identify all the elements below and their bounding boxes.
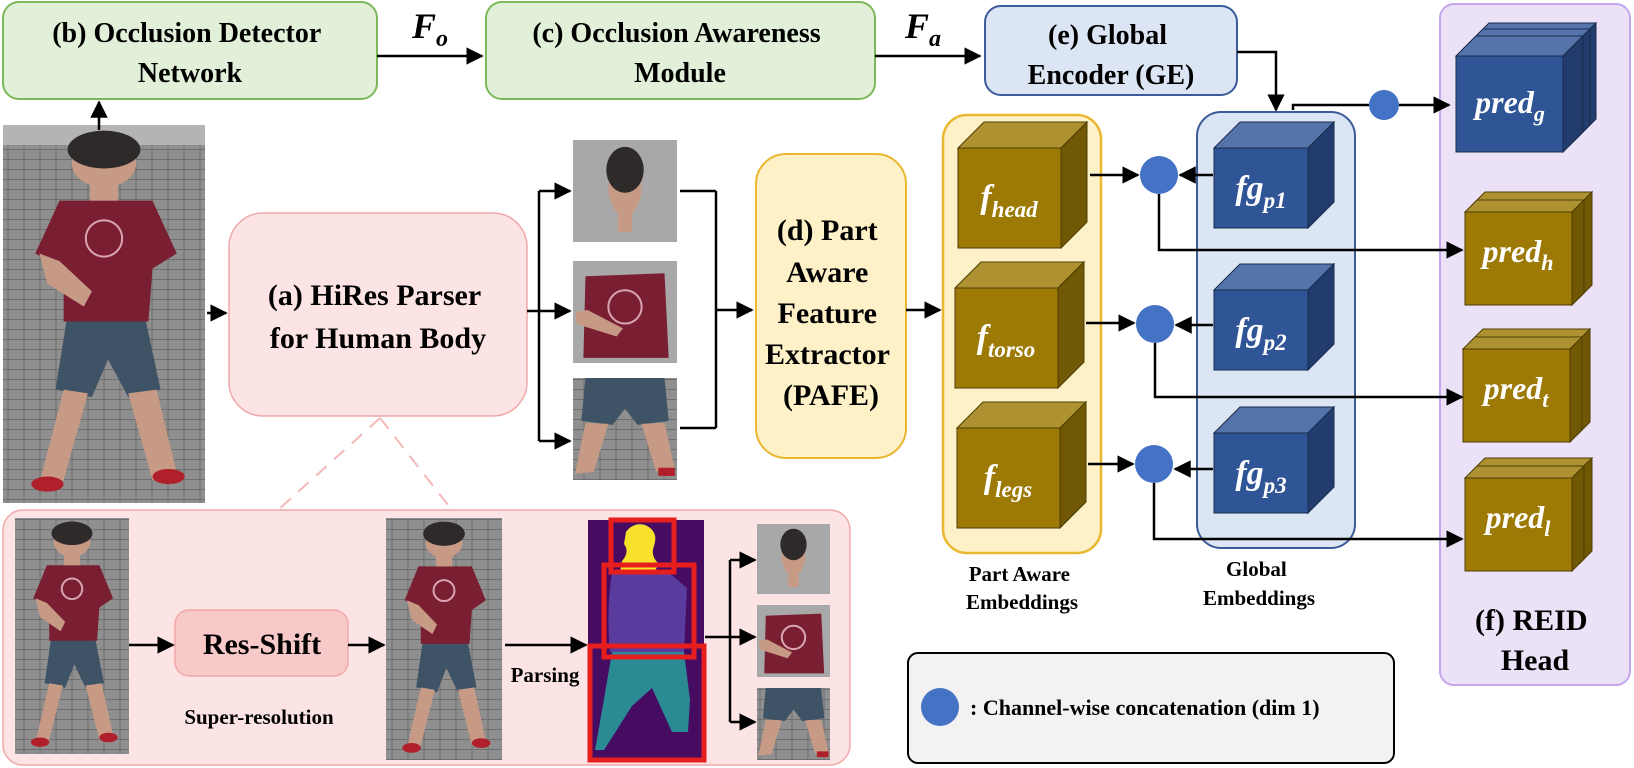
concat-dots	[1135, 90, 1399, 483]
pred-global-layer-1	[1454, 34, 1585, 154]
occlusion-awareness-box	[485, 1, 876, 100]
pred-global-label: predg	[1472, 84, 1545, 126]
part-feature-cube-torso: ftorso	[953, 260, 1086, 390]
global-feature-label-p3: fgp3	[1235, 455, 1286, 498]
legs-crop-image	[573, 378, 677, 480]
concat-dot-global	[1369, 90, 1399, 120]
global-feature-cube-p1: fgp1	[1212, 120, 1336, 230]
head-crop-image	[573, 140, 677, 242]
photo-main-figure	[31, 130, 185, 492]
occlusion-detector-box	[2, 1, 378, 100]
connector-arrows	[90, 47, 1464, 731]
part-embeddings-label: Part Aware Embeddings	[966, 562, 1078, 614]
pred-head-stack: predh	[1463, 190, 1594, 307]
parsed-legs-crop	[757, 688, 830, 760]
sr-input-figure	[30, 521, 118, 747]
part-feature-cube-head: fhead	[956, 120, 1089, 250]
pred-legs-layer-1	[1463, 464, 1586, 573]
super-resolved-person-image	[386, 518, 502, 760]
zoom-callout-lines	[277, 417, 453, 511]
signal-fa-label: Fa	[904, 6, 941, 52]
global-encoder-box	[984, 5, 1238, 96]
occlusion-detector-label: (b) Occlusion Detector Network	[52, 18, 328, 89]
pred-torso-layer-1	[1461, 335, 1584, 444]
pred-legs-stack: predl	[1463, 456, 1594, 573]
input-pedestrian-image	[3, 125, 205, 503]
legend-text: : Channel-wise concatenation (dim 1)	[970, 695, 1320, 720]
occlusion-awareness-label: (c) Occlusion Awareness Module	[532, 18, 827, 89]
parsed-torso-crop	[757, 605, 830, 677]
pred-legs-label: predl	[1483, 499, 1552, 541]
pred-torso-stack: predt	[1461, 327, 1592, 444]
legend-dot	[921, 688, 959, 726]
torso-crop-image	[573, 261, 677, 363]
concat-dot-torso	[1136, 305, 1174, 343]
res-shift-label: Res-Shift	[203, 628, 321, 661]
crop-head-figure	[606, 146, 644, 232]
global-embeddings-label: Global Embeddings	[1203, 557, 1315, 610]
sr-crop-torso-figure	[758, 613, 825, 674]
reid-head-label: (f) REID Head	[1475, 604, 1595, 677]
parsing-map-image	[587, 517, 707, 763]
parsed-head-crop	[757, 524, 830, 594]
part-feature-cube-legs: flegs	[955, 400, 1088, 530]
pafe-label: (d) Part Aware Feature Extractor (PAFE)	[765, 214, 897, 412]
global-feature-label-p1: fgp1	[1235, 170, 1286, 213]
global-encoder-label: (e) Global Encoder (GE)	[1028, 20, 1195, 91]
sr-crop-legs-figure	[758, 688, 829, 758]
pred-torso-label: predt	[1481, 370, 1550, 412]
parsing-label: Parsing	[511, 663, 580, 687]
crop-legs-figure	[575, 378, 675, 476]
res-shift-box	[174, 609, 349, 677]
sr-crop-head-figure	[780, 528, 807, 587]
crop-torso-figure	[575, 273, 669, 358]
legend: : Channel-wise concatenation (dim 1)	[907, 652, 1395, 764]
super-resolution-label: Super-resolution	[184, 705, 334, 729]
hires-parser-label: (a) HiRes Parser for Human Body	[268, 279, 488, 355]
global-feature-label-p2: fgp2	[1235, 312, 1286, 355]
low-res-person-image	[15, 518, 129, 754]
pred-head-layer-1	[1463, 198, 1586, 307]
legend-box	[907, 652, 1395, 764]
global-feature-cube-p2: fgp2	[1212, 262, 1336, 372]
hires-parser-box	[228, 212, 528, 417]
pafe-box	[755, 153, 907, 459]
part-feature-label-legs: flegs	[984, 459, 1032, 502]
signal-fo-label: Fo	[411, 6, 448, 52]
concat-dot-head	[1140, 156, 1178, 194]
global-feature-cube-p3: fgp3	[1212, 405, 1336, 515]
concat-dot-legs	[1135, 445, 1173, 483]
pred-head-label: predh	[1480, 233, 1554, 275]
sr-output-figure	[402, 521, 491, 753]
part-feature-label-head: fhead	[980, 179, 1038, 222]
part-feature-label-torso: ftorso	[977, 319, 1036, 362]
pred-global-stack: predg	[1454, 21, 1598, 154]
